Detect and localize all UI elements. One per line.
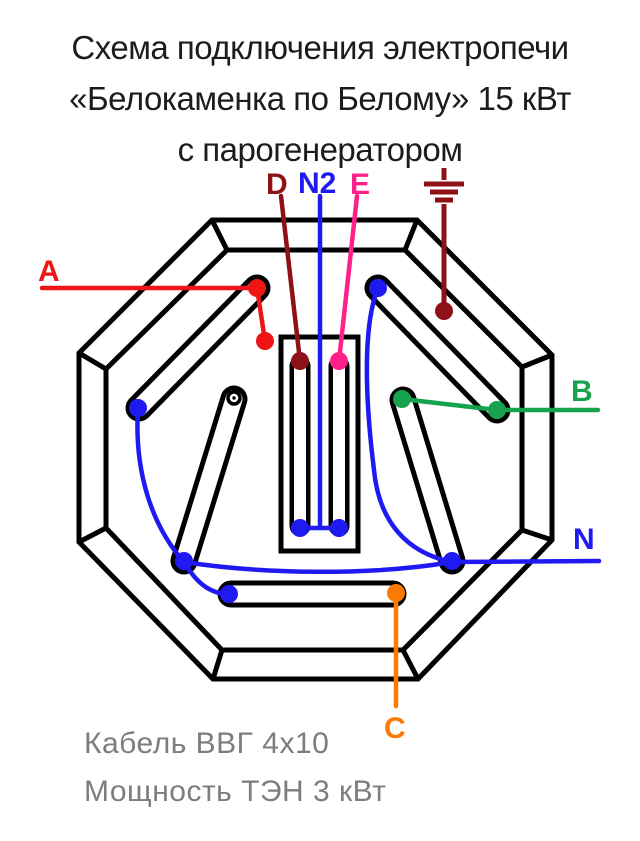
- terminal-dot: [387, 584, 405, 602]
- neutral-terminals: [129, 279, 461, 603]
- terminal-dot: [291, 519, 309, 537]
- neutral-wires: [135, 193, 602, 597]
- steam-d-terminal: [291, 352, 309, 370]
- page-title: Схема подключения электропечи «Белокамен…: [0, 22, 640, 175]
- cable-spec: Кабель ВВГ 4х10: [84, 727, 330, 760]
- label-phase-b: B: [571, 375, 593, 408]
- ground-terminal: [435, 302, 453, 320]
- phase-a-terminals: [248, 279, 274, 350]
- title-line-1: Схема подключения электропечи: [71, 29, 569, 66]
- unused-terminal-pin: [226, 390, 242, 406]
- heating-elements: [125, 274, 511, 608]
- phase-b-terminals: [393, 390, 506, 419]
- n-bus: [181, 558, 602, 575]
- terminal-dot: [220, 585, 238, 603]
- footer-notes: Кабель ВВГ 4х10 Мощность ТЭН 3 кВт: [84, 720, 386, 816]
- terminal-dot: [488, 401, 506, 419]
- terminal-dot: [129, 399, 147, 417]
- steam-e-wire: [336, 193, 360, 364]
- label-steam-e: E: [350, 168, 370, 201]
- steam-e-terminal: [330, 352, 348, 370]
- terminal-dot: [393, 390, 411, 408]
- steam-d-wire: [278, 193, 303, 364]
- terminal-dot: [369, 279, 387, 297]
- n-link-topright: [364, 285, 455, 565]
- label-steam-n2: N2: [298, 167, 336, 200]
- phase-c-terminals: [387, 584, 405, 602]
- title-line-2: «Белокаменка по Белому» 15 кВт: [69, 80, 571, 117]
- terminal-dot: [175, 552, 193, 570]
- n-link-topleft: [135, 405, 187, 565]
- label-neutral: N: [573, 523, 595, 556]
- heater-cores: [130, 279, 506, 603]
- label-phase-a: A: [38, 255, 60, 288]
- steam-heater-cores: [294, 360, 345, 532]
- label-steam-d: D: [266, 168, 288, 201]
- terminal-dot: [443, 552, 461, 570]
- ground-icon: [424, 168, 464, 311]
- terminal-dot: [330, 519, 348, 537]
- terminal-dot: [256, 332, 274, 350]
- heater-power-spec: Мощность ТЭН 3 кВт: [84, 775, 387, 808]
- title-line-3: с парогенератором: [177, 131, 463, 168]
- label-phase-c: C: [384, 712, 406, 745]
- octagon-corner-bevels: [77, 218, 553, 681]
- terminal-dot: [248, 279, 266, 297]
